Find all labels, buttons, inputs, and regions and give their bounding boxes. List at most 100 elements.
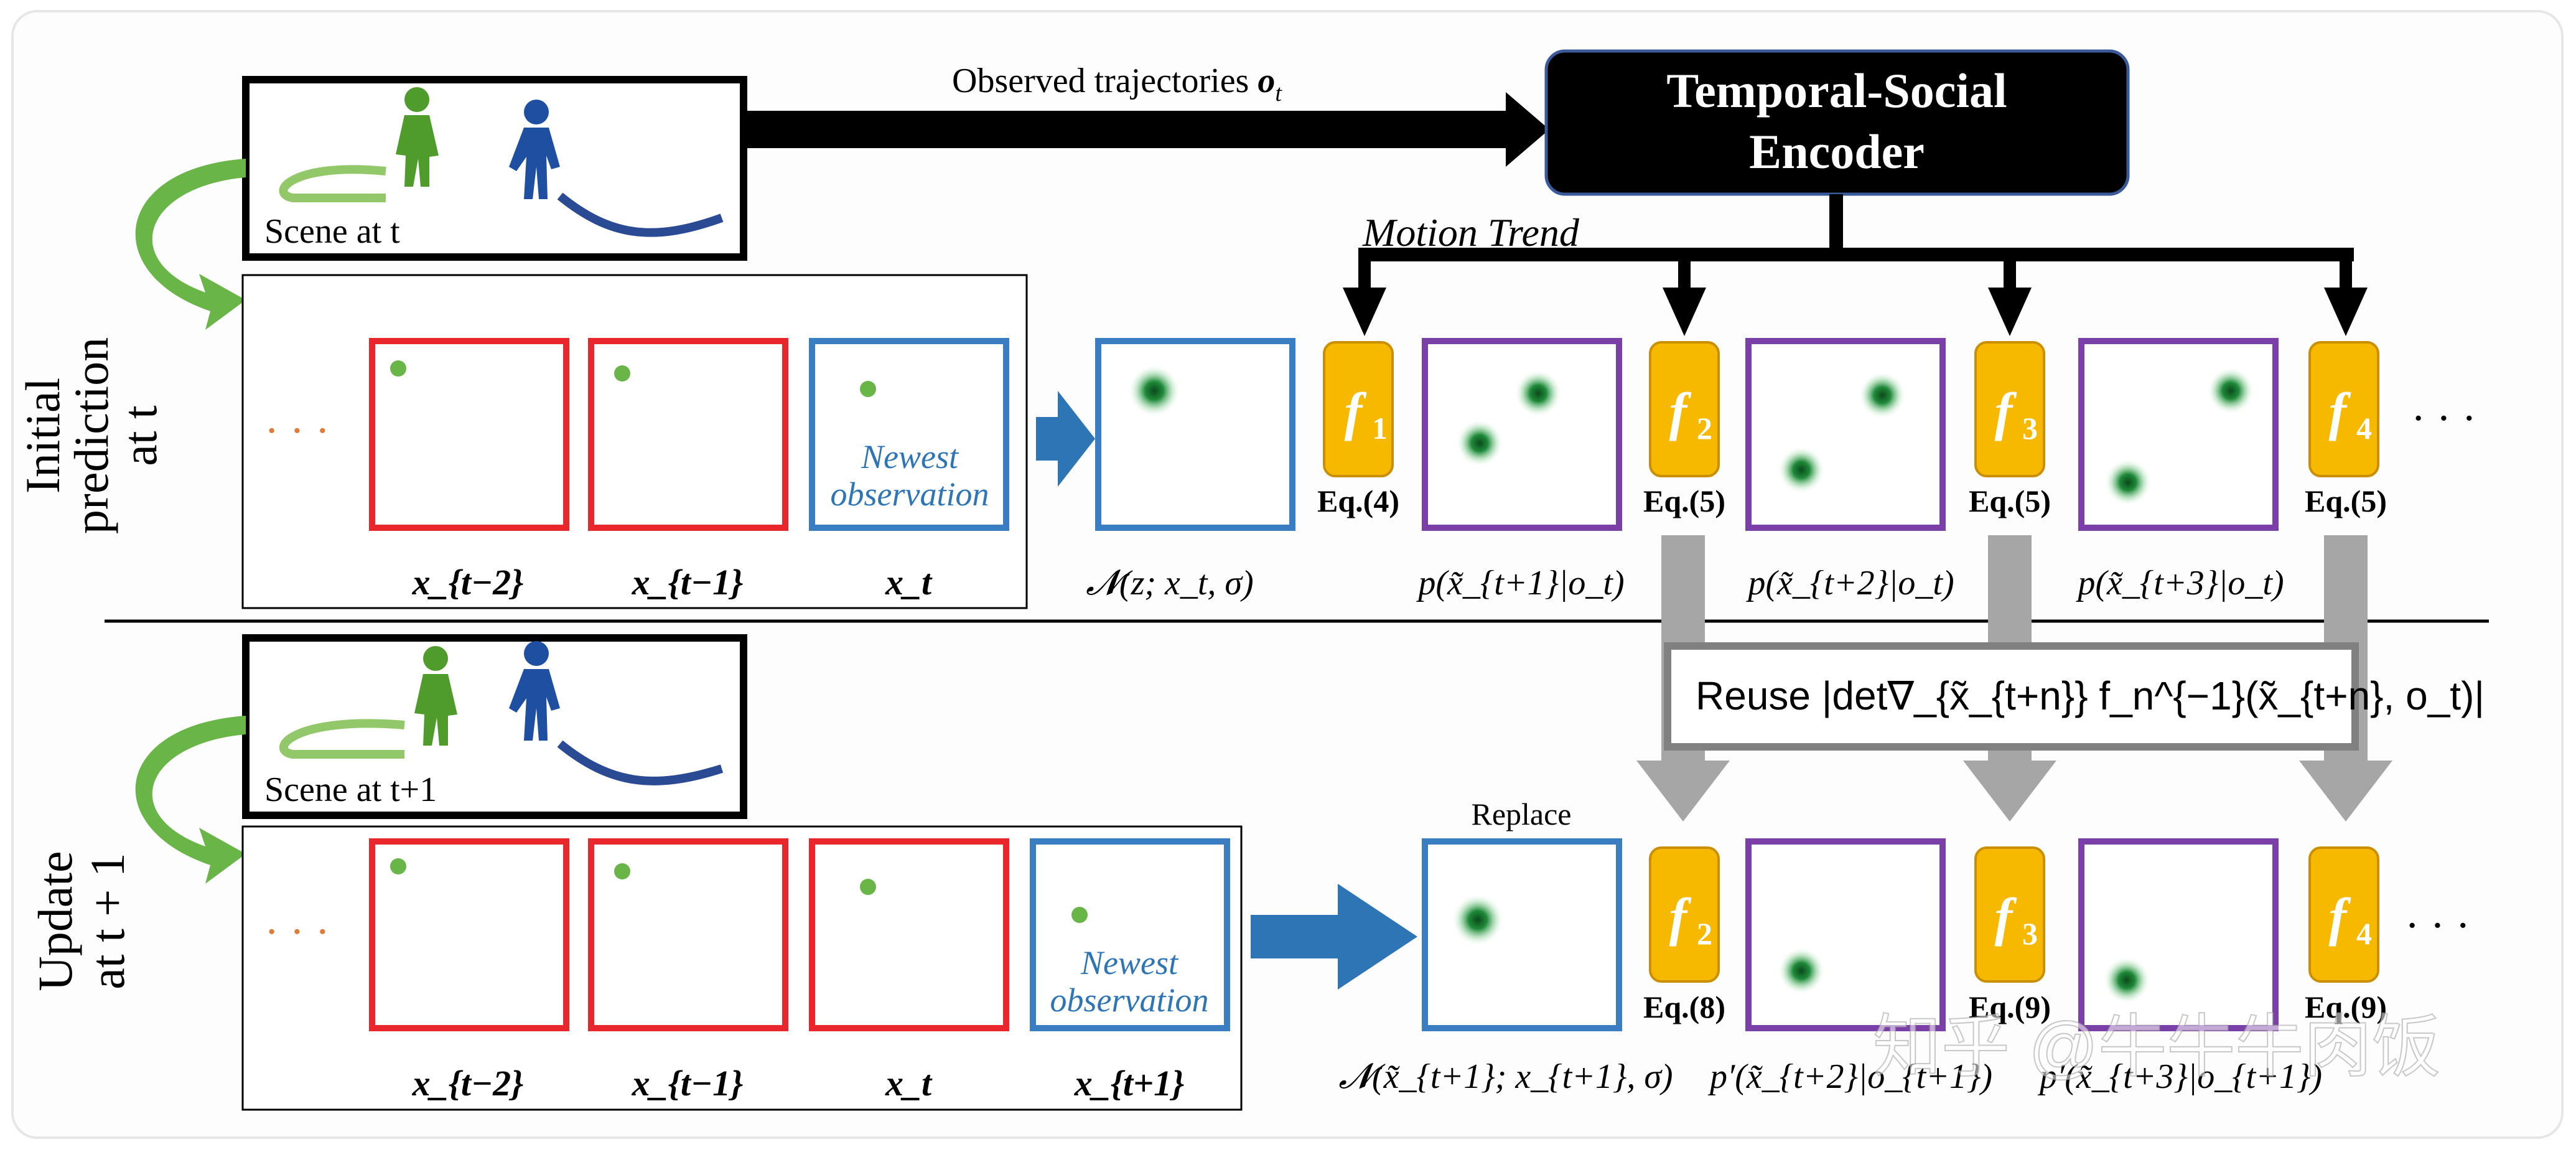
svg-text:2: 2 xyxy=(1697,411,1712,446)
reuse-box xyxy=(1664,642,2359,751)
obs-point xyxy=(390,360,406,377)
obs-dots-bottom: · · · xyxy=(264,908,330,956)
ellipsis-bottom: · · · xyxy=(2405,902,2470,950)
watermark: 知乎 @牛牛牛肉饭 xyxy=(1873,1009,2440,1085)
svg-text:Eq.(9): Eq.(9) xyxy=(2305,990,2387,1024)
green-trajectory-t xyxy=(279,165,386,202)
scene-t-label: Scene at t xyxy=(264,212,400,251)
blue-arrow-top xyxy=(1036,391,1095,487)
svg-text:1: 1 xyxy=(1372,411,1388,446)
replace-label: Replace xyxy=(1471,797,1571,831)
flow-block-f3-bottom: f 3 Eq.(9) xyxy=(1969,846,2051,1024)
newest-observation-top-1: Newest xyxy=(861,438,959,475)
ellipsis-top: · · · xyxy=(2411,395,2476,443)
newest-observation-bottom-1: Newest xyxy=(1080,944,1179,981)
svg-text:3: 3 xyxy=(2022,411,2038,446)
gaussian-blob xyxy=(1456,419,1503,467)
obs-point xyxy=(860,381,876,397)
flow-block-f2: f 2 Eq.(5) xyxy=(1643,341,1725,518)
gaussian-blob xyxy=(2207,367,2254,414)
green-curve-arrow-bottom xyxy=(135,716,246,884)
gaussian-blob xyxy=(1514,370,1562,417)
normal-frame-top xyxy=(1095,338,1295,531)
obs-frame-t-minus-1-b xyxy=(588,838,788,1031)
obs-point xyxy=(390,858,406,874)
flow-block-f2-bottom: f 2 Eq.(8) xyxy=(1643,846,1725,1024)
svg-text:4: 4 xyxy=(2356,411,2372,446)
flow-block-f4-top: f 4 Eq.(5) xyxy=(2305,341,2387,518)
green-curve-arrow-top xyxy=(135,159,246,330)
encoder-line2: Encoder xyxy=(1749,124,1925,179)
label-p2-top: p(x̃_{t+2}|o_t) xyxy=(1745,564,1954,602)
pred-frame-t2-top xyxy=(1745,338,1946,531)
obs-point xyxy=(614,365,630,382)
label-x-t-1-bottom: x_{t−1} xyxy=(632,1063,744,1103)
svg-text:Eq.(5): Eq.(5) xyxy=(1969,484,2051,518)
svg-text:Eq.(4): Eq.(4) xyxy=(1317,484,1399,518)
obs-dots-top: · · · xyxy=(264,407,330,455)
obs-frame-t1-b xyxy=(1030,838,1230,1031)
label-p3-top: p(x̃_{t+3}|o_t) xyxy=(2075,564,2284,602)
row-label-initial: Initial prediction at t xyxy=(16,337,167,534)
green-person-icon xyxy=(414,646,457,746)
observed-arrow-head xyxy=(1506,92,1549,167)
reuse-label: Reuse |det∇_{x̃_{t+n}} f_n^{−1}(x̃_{t+n}… xyxy=(1696,673,2485,718)
svg-text:Eq.(5): Eq.(5) xyxy=(2305,484,2387,518)
label-x-t1-bottom: x_{t+1} xyxy=(1074,1063,1185,1103)
pred-frame-t2-bottom xyxy=(1745,838,1946,1031)
obs-point xyxy=(860,879,876,895)
green-trajectory-t1 xyxy=(279,719,405,759)
obs-point xyxy=(614,863,630,879)
flow-block-f4-bottom: f 4 Eq.(9) xyxy=(2305,846,2387,1024)
observed-trajectories-label: Observed trajectories ot xyxy=(952,62,1282,106)
blue-person-icon xyxy=(509,100,560,199)
svg-text:2: 2 xyxy=(1697,916,1712,951)
svg-text:Eq.(8): Eq.(8) xyxy=(1643,990,1725,1024)
label-x-t-2-bottom: x_{t−2} xyxy=(412,1063,524,1103)
blue-trajectory-t xyxy=(557,192,724,237)
gaussian-blob xyxy=(1452,894,1504,946)
label-p3-bottom: p′(x̃_{t+3}|o_{t+1}) xyxy=(2037,1057,2322,1096)
pred-frame-t3-top xyxy=(2078,338,2279,531)
gaussian-blob xyxy=(1859,372,1906,419)
encoder-line1: Temporal-Social xyxy=(1666,63,2007,118)
label-p2-bottom: p′(x̃_{t+2}|o_{t+1}) xyxy=(1707,1057,1992,1096)
blue-trajectory-t1 xyxy=(557,740,724,785)
obs-frame-t-b xyxy=(809,838,1009,1031)
pred-frame-t3-bottom xyxy=(2078,838,2279,1031)
obs-frame-t-minus-2-b xyxy=(369,838,569,1031)
gaussian-blob xyxy=(2103,957,2150,1004)
label-x-t-top: x_t xyxy=(885,562,933,602)
motion-trend-bar xyxy=(1358,248,2354,261)
label-x-t-bottom: x_t xyxy=(885,1063,933,1103)
blue-arrow-bottom xyxy=(1251,884,1417,990)
svg-text:Eq.(5): Eq.(5) xyxy=(1643,484,1725,518)
row-label-update: Update at t + 1 xyxy=(28,851,134,991)
gaussian-blob xyxy=(1778,947,1825,995)
svg-text:at t: at t xyxy=(113,405,167,466)
motion-trend-stem xyxy=(1829,194,1843,255)
svg-text:Eq.(9): Eq.(9) xyxy=(1969,990,2051,1024)
normal-frame-bottom xyxy=(1422,838,1622,1031)
obs-frame-t xyxy=(809,338,1009,531)
svg-text:at t + 1: at t + 1 xyxy=(80,853,134,989)
svg-text:4: 4 xyxy=(2356,916,2372,951)
obs-point xyxy=(1071,907,1088,923)
svg-text:prediction: prediction xyxy=(64,337,118,534)
label-p1-top: p(x̃_{t+1}|o_t) xyxy=(1416,564,1624,602)
label-normal-bottom: 𝓝(x̃_{t+1}; x_{t+1}, σ) xyxy=(1338,1057,1673,1096)
label-normal-top: 𝓝(z; x_t, σ) xyxy=(1086,564,1253,602)
gaussian-blob xyxy=(2104,459,2152,506)
svg-text:Update: Update xyxy=(28,851,82,991)
label-x-t-2-top: x_{t−2} xyxy=(412,562,524,602)
observed-arrow-shaft xyxy=(747,111,1512,148)
gaussian-blob xyxy=(1778,446,1825,494)
flow-block-f3: f 3 Eq.(5) xyxy=(1969,341,2051,518)
newest-observation-top-2: observation xyxy=(831,475,989,513)
svg-text:Initial: Initial xyxy=(16,378,70,494)
label-x-t-1-top: x_{t−1} xyxy=(632,562,744,602)
pred-frame-t1-top xyxy=(1422,338,1622,531)
green-person-icon xyxy=(396,87,439,187)
